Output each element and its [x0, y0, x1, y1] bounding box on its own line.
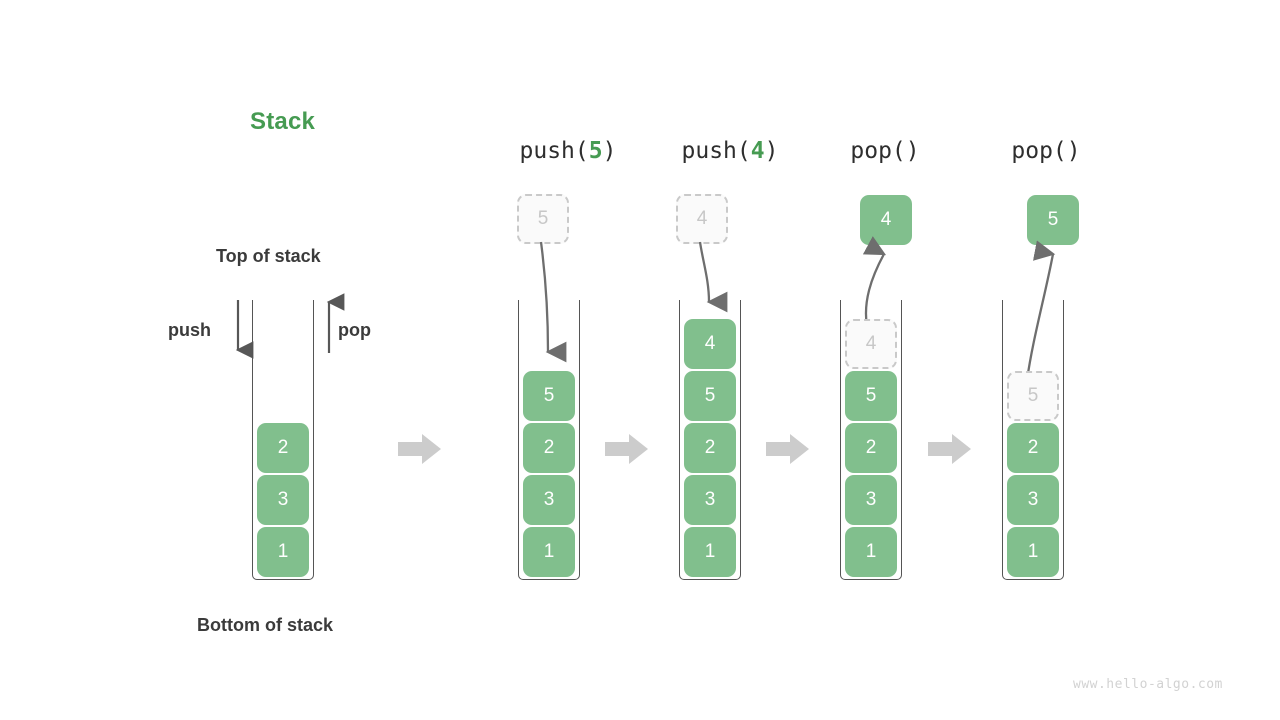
push-label: push [168, 320, 211, 340]
floating-item-pop-2: 5 [1027, 195, 1079, 245]
stack-item: 1 [523, 527, 575, 577]
stack-item: 2 [684, 423, 736, 473]
watermark: www.hello-algo.com [1073, 677, 1223, 692]
push-motion-arrow [539, 241, 567, 363]
stack-item: 1 [1007, 527, 1059, 577]
stack-item: 5 [1007, 371, 1059, 421]
stack-item: 2 [1007, 423, 1059, 473]
stack-item: 1 [684, 527, 736, 577]
stack-item: 5 [684, 371, 736, 421]
pop-motion-arrow [1025, 240, 1056, 381]
stack-item: 3 [523, 475, 575, 525]
stack-container-pop-2 [1002, 300, 1064, 580]
floating-item-pop-1: 4 [860, 195, 912, 245]
stack-container-pop-1 [840, 300, 902, 580]
page-title: Stack [250, 108, 316, 135]
stack-container-initial [252, 300, 314, 580]
stack-item: 3 [845, 475, 897, 525]
flow-arrow-icon [766, 434, 809, 464]
stack-item: 4 [845, 319, 897, 369]
stack-container-push-4 [679, 300, 741, 580]
pop-label: pop [338, 320, 371, 340]
floating-item-push-4: 4 [676, 194, 728, 244]
push-pop-direction-arrows [235, 293, 345, 359]
stack-item: 5 [523, 371, 575, 421]
operation-header-pop-1: pop() [850, 138, 920, 164]
stack-item: 2 [257, 423, 309, 473]
flow-arrow-icon [928, 434, 971, 464]
stack-container-push-5 [518, 300, 580, 580]
stack-item: 5 [845, 371, 897, 421]
push-motion-arrow [698, 241, 728, 313]
stack-item: 3 [257, 475, 309, 525]
bottom-of-stack-label: Bottom of stack [197, 615, 334, 635]
operation-header-push-4: push(4) [681, 138, 779, 164]
operation-header-pop-2: pop() [1011, 138, 1081, 164]
operation-header-push-5: push(5) [519, 138, 617, 164]
floating-item-push-5: 5 [517, 194, 569, 244]
flow-arrow-icon [605, 434, 648, 464]
flow-arrow-icon [398, 434, 441, 464]
top-of-stack-label: Top of stack [216, 246, 321, 266]
stack-item: 1 [845, 527, 897, 577]
stack-item: 1 [257, 527, 309, 577]
stack-item: 2 [523, 423, 575, 473]
stack-item: 2 [845, 423, 897, 473]
stack-item: 4 [684, 319, 736, 369]
stack-item: 3 [1007, 475, 1059, 525]
stack-item: 3 [684, 475, 736, 525]
